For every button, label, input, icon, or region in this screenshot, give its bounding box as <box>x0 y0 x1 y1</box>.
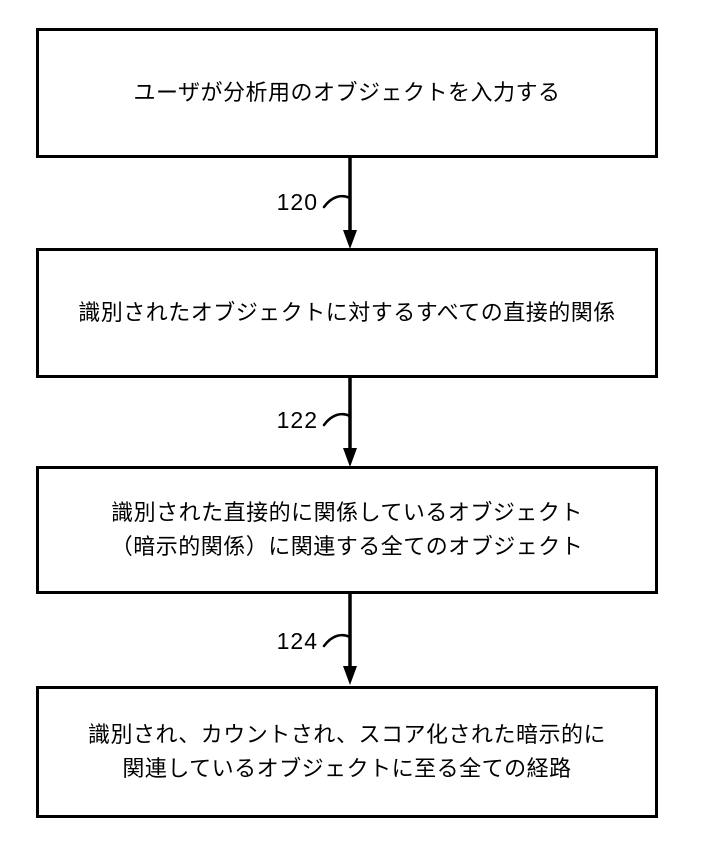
reference-leader-line <box>322 194 352 209</box>
flow-step-text: 識別されたオブジェクトに対するすべての直接的関係 <box>78 299 616 325</box>
flow-step-direct-relations: 識別されたオブジェクトに対するすべての直接的関係 <box>36 248 658 378</box>
flow-step-scored-paths: 識別され、カウントされ、スコア化された暗示的に 関連しているオブジェクトに至る全… <box>36 686 658 818</box>
reference-numeral-124: 124 <box>276 628 318 654</box>
flow-step-input-objects: ユーザが分析用のオブジェクトを入力する <box>36 28 658 158</box>
reference-numeral-120: 120 <box>276 189 318 215</box>
reference-leader-line <box>322 633 352 648</box>
reference-numeral-122: 122 <box>276 407 318 433</box>
arrow-head-down-icon <box>343 448 357 467</box>
connector-arrow-1 <box>322 156 357 249</box>
flow-step-implicit-relations: 識別された直接的に関係しているオブジェクト （暗示的関係）に関連する全てのオブジ… <box>36 466 658 594</box>
flow-step-text: 識別され、カウントされ、スコア化された暗示的に 関連しているオブジェクトに至る全… <box>88 721 606 781</box>
reference-leader-line <box>322 412 352 427</box>
connector-arrow-2 <box>322 376 357 467</box>
connector-arrow-3 <box>322 592 357 685</box>
flow-step-text: ユーザが分析用のオブジェクトを入力する <box>133 79 561 105</box>
arrow-head-down-icon <box>343 666 357 685</box>
flow-step-text: 識別された直接的に関係しているオブジェクト （暗示的関係）に関連する全てのオブジ… <box>110 499 584 559</box>
arrow-head-down-icon <box>343 230 357 249</box>
